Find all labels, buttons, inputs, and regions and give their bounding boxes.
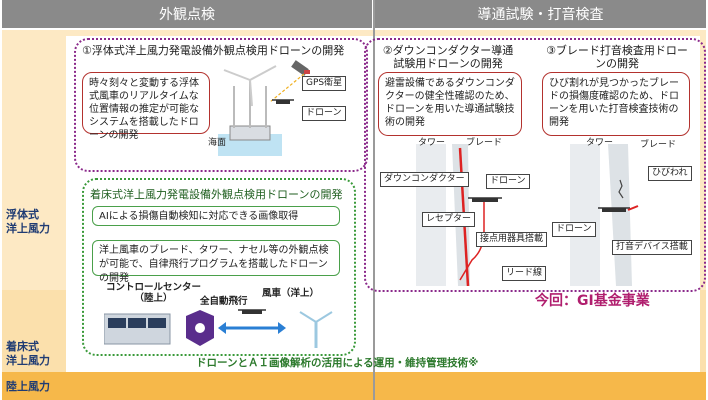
s3-drone-body <box>602 208 626 212</box>
s2-down-conductor-label: ダウンコンダクター <box>380 172 469 187</box>
offshore-turbine-label: 風車（洋上） <box>262 288 320 299</box>
s2-lead-wire-label: リード線 <box>502 266 547 281</box>
section4-box2: 洋上風車のブレード、タワー、ナセル等の外観点検が可能で、自律飛行プログラムを搭載… <box>92 240 340 284</box>
monitor-3 <box>148 318 166 328</box>
s3-blade-label: ブレード <box>640 140 677 150</box>
s2-tower-label: タワー <box>418 138 446 148</box>
section1-frame <box>74 38 368 172</box>
section4-frame <box>82 178 356 356</box>
column-divider <box>373 0 375 400</box>
s3-device-label: 打音デバイス搭載 <box>612 240 692 255</box>
section2-title: ②ダウンコンダクター導通試験用ドローンの開発 <box>382 44 514 70</box>
gps-signal <box>269 73 305 103</box>
row-label-floating: 浮体式 洋上風力 <box>6 208 50 235</box>
row-label-land: 陸上風力 <box>6 380 50 393</box>
section3-illustration <box>570 144 639 286</box>
bottom-caption: ドローンとＡＩ画像解析の活用による運用・維持管理技術※ <box>196 357 479 369</box>
blade-c <box>249 79 253 107</box>
arrow-head-left <box>218 322 226 334</box>
satellite-body <box>304 70 310 74</box>
auto-flight-label: 全自動飛行 <box>200 296 248 307</box>
s3-crack-label: ひびわれ <box>648 166 692 181</box>
section4-title: 着床式洋上風力発電設備外観点検用ドローンの開発 <box>90 188 343 201</box>
drone-icon-s4 <box>242 310 262 314</box>
right-group-frame <box>364 38 706 292</box>
drone-icon <box>276 100 290 104</box>
section3-description: ひび割れが見つかったブレードの損傷度確認のため、ドローンを用いた打音検査技術の開… <box>542 72 690 136</box>
section1-title: ①浮体式洋上風力発電設備外観点検用ドローンの開発 <box>82 44 345 57</box>
drone-body <box>472 198 498 202</box>
arrow-head-right <box>278 322 286 334</box>
section3-title: ③ブレード打音検査用ドローンの開発 <box>546 44 688 70</box>
s2-blade-label: ブレード <box>466 138 503 148</box>
turbine-blade-2 <box>315 311 333 323</box>
s3-drone-label: ドローン <box>552 222 596 237</box>
control-center-label: コントロールセンター （陸上） <box>106 282 202 304</box>
s2-contact-device-label: 接点用器具搭載 <box>476 232 548 247</box>
monitor-2 <box>128 318 146 328</box>
tapping-device <box>627 205 639 211</box>
section4-box1: AIによる損傷自動検知に対応できる画像取得 <box>92 206 340 226</box>
header-conduction: 導通試験・打音検査 <box>375 0 706 28</box>
section2-description: 避雷設備であるダウンコンダクターの健全性確認のため、ドローンを用いた導通試験技術… <box>378 72 522 136</box>
section1-description: 時々刻々と変動する浮体式風車のリアルタイムな位置情報の推定が可能なシステムを搭載… <box>82 72 210 141</box>
section4-illustration <box>104 309 333 348</box>
s3-tower-shape <box>570 144 600 286</box>
lead-wire <box>459 202 485 281</box>
turbine-blade-1 <box>299 311 317 323</box>
section1-illustration <box>218 60 310 156</box>
s3-tower-label: タワー <box>586 138 614 148</box>
blade-b <box>249 65 277 81</box>
sea-label: 海面 <box>208 138 227 148</box>
row-label-fixed: 着床式 洋上風力 <box>6 340 50 367</box>
floating-platform <box>229 125 271 141</box>
header-conduction-text: 導通試験・打音検査 <box>477 7 604 23</box>
gear-center <box>195 323 205 333</box>
drone-label: ドローン <box>302 106 346 121</box>
s3-blade-shape <box>608 144 632 286</box>
blade-a <box>223 69 251 81</box>
monitor-1 <box>108 318 126 328</box>
crack-mark <box>618 179 624 199</box>
header-exterior: 外観点検 <box>2 0 372 28</box>
gps-label: GPS衛星 <box>302 76 347 91</box>
header-exterior-text: 外観点検 <box>159 7 215 23</box>
land-band <box>2 372 706 400</box>
s2-drone-label: ドローン <box>486 174 530 189</box>
s2-receptor-label: レセプター <box>422 212 476 227</box>
gi-fund-label: 今回：GI基金事業 <box>535 293 650 309</box>
